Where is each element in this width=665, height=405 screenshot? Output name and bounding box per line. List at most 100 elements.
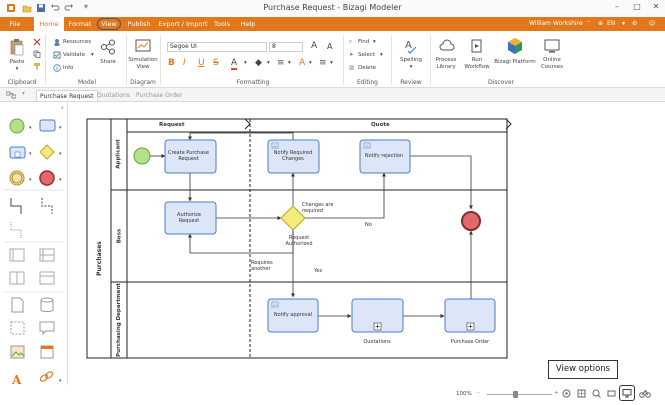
end-event[interactable]	[461, 211, 481, 231]
language-dropdown-icon[interactable]: ▾	[622, 20, 626, 27]
spelling-dropdown-icon[interactable]: ▾	[409, 64, 413, 70]
font-color-dropdown-icon[interactable]: ▾	[244, 60, 247, 66]
line-color-icon[interactable]: ≡	[277, 58, 285, 68]
redo-icon[interactable]	[64, 3, 74, 13]
font-size-combo[interactable]: 8	[269, 42, 303, 52]
copy-icon[interactable]	[33, 50, 41, 58]
gateway-request-authorized[interactable]	[280, 205, 306, 231]
subprocess-purchase-order[interactable]	[444, 298, 496, 333]
collapse-palette-icon[interactable]: ‹	[61, 103, 64, 112]
link-shape-dropdown-icon[interactable]: ▾	[59, 378, 62, 384]
align-icon[interactable]: ≡	[319, 58, 327, 68]
image-shape[interactable]	[10, 345, 25, 359]
font-family-combo[interactable]: Segoe UI	[167, 42, 267, 52]
validate-dropdown-icon[interactable]: ▾	[91, 52, 94, 58]
association-shape[interactable]	[10, 222, 22, 238]
format-painter-icon[interactable]	[33, 62, 41, 70]
find-dropdown-icon[interactable]: ▾	[373, 39, 376, 45]
spelling-button[interactable]: Spelling	[400, 57, 422, 63]
gateway-shape[interactable]	[39, 144, 55, 160]
resources-button[interactable]: Resources	[63, 39, 92, 45]
bizagi-platform-button[interactable]: Bizagi Platform	[494, 59, 536, 65]
tab-file[interactable]: File	[9, 20, 21, 28]
tab-purchase-request[interactable]: Purchase Request	[36, 90, 98, 101]
full-screen-icon[interactable]	[607, 389, 616, 398]
tab-quotations[interactable]: Quotations	[97, 92, 130, 99]
user-name[interactable]: William Workshire	[529, 20, 583, 27]
text-style-icon[interactable]: A	[299, 58, 306, 68]
diagram-map-icon[interactable]	[6, 91, 16, 99]
underline-icon[interactable]: U	[198, 58, 205, 68]
sub-process-shape[interactable]	[9, 146, 26, 159]
align-dropdown-icon[interactable]: ▾	[330, 60, 333, 66]
delete-button[interactable]: Delete	[358, 65, 377, 71]
bike-icon[interactable]	[639, 389, 651, 398]
minimize-button[interactable]: –	[615, 2, 619, 11]
subprocess-quotations[interactable]	[351, 298, 404, 333]
annotation-shape[interactable]	[39, 321, 55, 336]
text-shape-icon[interactable]: A	[11, 373, 22, 387]
tab-view[interactable]: View	[97, 18, 121, 30]
header-shape[interactable]	[40, 345, 54, 359]
task-notify-required-changes[interactable]	[267, 139, 320, 174]
tab-format[interactable]: Format	[68, 20, 92, 28]
task-notify-rejection[interactable]	[359, 139, 411, 174]
tabs-overflow-icon[interactable]: ▾	[22, 91, 25, 97]
message-flow-shape[interactable]	[41, 198, 53, 214]
data-object-shape[interactable]	[11, 297, 24, 313]
settings-icon[interactable]: ⚙	[632, 20, 638, 27]
start-event-shape[interactable]	[9, 118, 25, 134]
phase-shape[interactable]	[9, 271, 25, 285]
view-options-button[interactable]	[619, 385, 635, 401]
simulation-view-button[interactable]: Simulation View	[128, 57, 158, 70]
task-create-purchase-request[interactable]	[164, 139, 217, 174]
intermediate-event-shape[interactable]	[9, 170, 25, 186]
collapse-ribbon-icon[interactable]: ⌃	[586, 20, 592, 27]
link-shape-icon[interactable]	[39, 371, 54, 383]
select-dropdown-icon[interactable]: ▾	[380, 52, 383, 58]
validate-button[interactable]: Validate	[63, 52, 86, 58]
process-library-button[interactable]: Process Library	[435, 57, 457, 70]
open-icon[interactable]	[22, 3, 32, 13]
strikethrough-icon[interactable]: S	[213, 58, 219, 68]
zoom-out-icon[interactable]: –	[477, 390, 480, 396]
group-shape[interactable]	[10, 321, 25, 335]
tab-publish[interactable]: Publish	[127, 20, 151, 28]
lane-shape[interactable]	[39, 248, 55, 262]
cut-icon[interactable]	[33, 38, 41, 46]
task-authorize-request[interactable]	[164, 201, 217, 235]
undo-icon[interactable]	[50, 3, 60, 13]
tab-tools[interactable]: Tools	[213, 20, 230, 28]
quick-access-dropdown-icon[interactable]: ▾	[83, 2, 88, 11]
pool-shape[interactable]	[9, 248, 25, 262]
find-button[interactable]: Find	[358, 39, 370, 45]
sequence-flow-shape[interactable]	[10, 198, 22, 214]
tab-export-import[interactable]: Export / Import	[158, 20, 208, 28]
gateway-dropdown-icon[interactable]: ▾	[59, 151, 62, 157]
paste-button[interactable]: Paste	[9, 59, 25, 65]
data-store-shape[interactable]	[40, 297, 54, 312]
italic-icon[interactable]: I	[183, 58, 186, 68]
online-courses-button[interactable]: Online Courses	[540, 57, 564, 70]
milestone-shape[interactable]	[39, 271, 55, 285]
task-shape[interactable]	[39, 119, 56, 132]
paste-dropdown-icon[interactable]: ▾	[15, 66, 19, 72]
help-icon[interactable]: ☺	[649, 20, 656, 27]
diagram-canvas[interactable]: Purchases Applicant Boss Purchasing Depa…	[69, 102, 665, 392]
fill-color-icon[interactable]: ◆	[255, 58, 262, 68]
globe-icon[interactable]: ⊕	[598, 20, 604, 27]
task-dropdown-icon[interactable]: ▾	[59, 125, 62, 131]
maximize-button[interactable]: □	[633, 2, 641, 11]
language-selector[interactable]: EN	[607, 20, 616, 27]
save-icon[interactable]	[36, 3, 46, 13]
info-button[interactable]: Info	[63, 65, 74, 71]
grow-font-icon[interactable]: A	[311, 41, 318, 51]
sub-process-dropdown-icon[interactable]: ▾	[29, 151, 32, 157]
text-style-dropdown-icon[interactable]: ▾	[309, 60, 312, 66]
close-button[interactable]: ✕	[652, 2, 660, 11]
font-color-icon[interactable]: A	[231, 58, 238, 70]
end-event-dropdown-icon[interactable]: ▾	[59, 177, 62, 183]
tab-help[interactable]: Help	[240, 20, 256, 28]
start-event[interactable]	[133, 147, 151, 165]
share-button[interactable]: Share	[100, 59, 116, 65]
